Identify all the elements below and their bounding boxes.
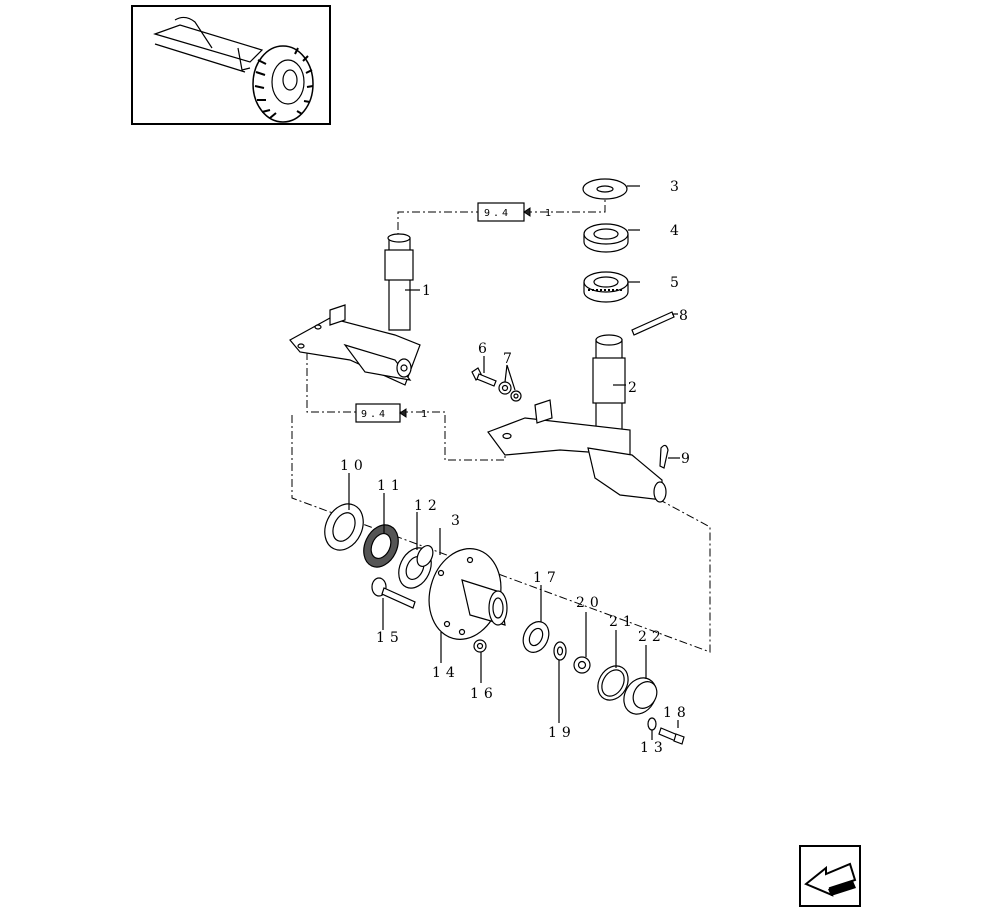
previous-page-arrow-icon[interactable] [799,845,861,907]
part-8-pin[interactable] [631,311,675,336]
part-19-washer[interactable] [553,641,567,661]
ref-box-bottom[interactable]: 9.4 1 [355,403,430,423]
callout-7: 7 [503,351,517,367]
part-14-hub[interactable] [419,541,510,648]
callout-9: 9 [681,451,695,467]
part-18-cap-screw[interactable] [658,727,685,745]
part-13-lock-washer[interactable] [647,717,657,731]
callout-23: 3 [451,513,465,529]
callout-8: 8 [679,308,693,324]
callout-1: 1 [422,283,436,299]
part-6-bolt[interactable] [471,367,497,387]
part-15-stud[interactable] [371,577,416,609]
part-22-hub-cap[interactable] [618,672,663,720]
part-16-wheel-nut[interactable] [473,639,487,653]
callout-10: 10 [340,458,368,474]
callout-21: 21 [609,614,637,630]
callout-16: 16 [470,686,498,702]
callout-4: 4 [670,223,684,239]
overview-thumbnail[interactable] [131,5,331,125]
part-11-seal-ring[interactable] [357,519,405,572]
part-5-bearing[interactable] [583,271,629,303]
callout-11: 11 [377,478,405,494]
part-9-split-pin[interactable] [659,444,669,469]
part-4-seal[interactable] [583,223,629,253]
callout-22: 22 [638,629,666,645]
ref-box-top[interactable]: 9.4 1 [477,202,554,222]
part-20-castle-nut[interactable] [573,656,591,674]
callout-17: 17 [533,570,561,586]
svg-text:1: 1 [545,208,554,219]
callout-19: 19 [548,725,576,741]
callout-20: 20 [576,595,604,611]
part-23-bearing-cup[interactable] [414,543,436,569]
part-3-thrust-washer[interactable] [582,178,628,200]
callout-5: 5 [670,275,684,291]
part-17-bearing[interactable] [518,617,553,656]
callout-15: 15 [376,630,404,646]
part-21-gasket[interactable] [592,660,634,705]
callout-2: 2 [628,380,642,396]
svg-text:9.4: 9.4 [484,208,511,219]
part-1-steering-knuckle-left[interactable] [289,233,421,386]
callout-12: 12 [414,498,442,514]
part-7-nut[interactable] [498,381,522,402]
callout-14: 14 [432,665,460,681]
callout-3: 3 [670,179,684,195]
callout-labels: 1 2 3 4 5 6 7 8 9 10 11 12 13 14 15 16 1… [340,179,695,756]
svg-text:9.4: 9.4 [361,409,388,420]
callout-13: 13 [640,740,668,756]
callout-18: 18 [663,705,691,721]
callout-6: 6 [478,341,492,357]
leader-lines [348,185,680,740]
svg-text:1: 1 [421,409,430,420]
part-2-steering-knuckle-right[interactable] [487,334,667,503]
part-10-seal[interactable] [318,498,371,557]
